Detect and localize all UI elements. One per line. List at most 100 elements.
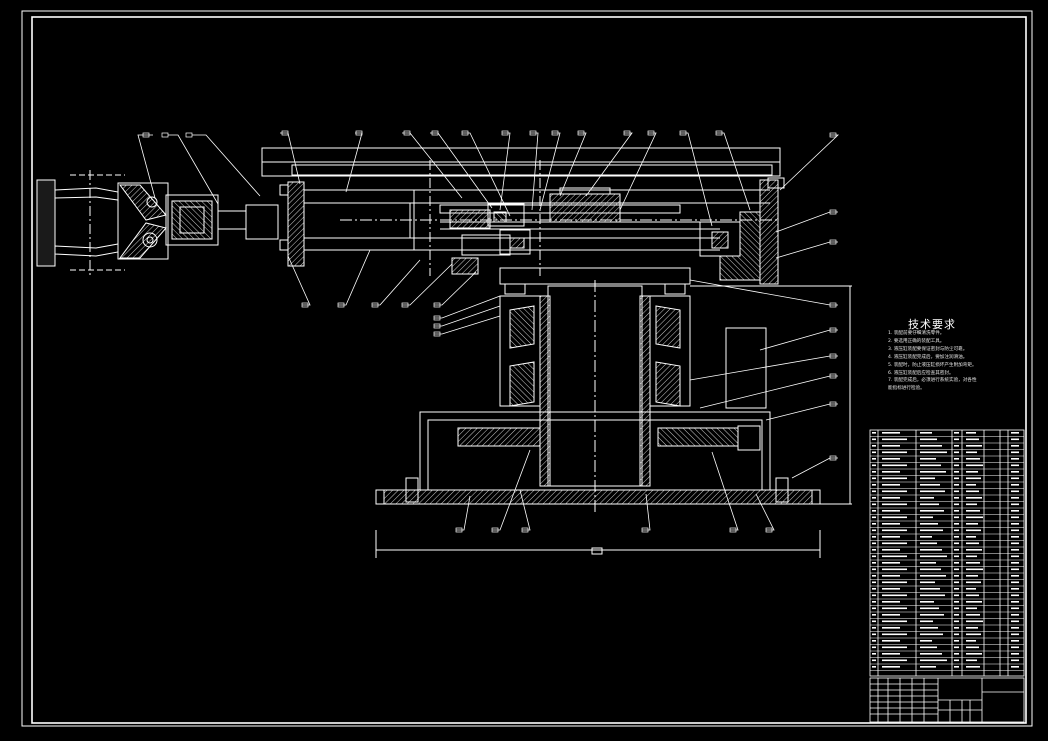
parts-list-cell-mark xyxy=(966,445,982,447)
parts-list-cell-mark xyxy=(872,464,876,467)
parts-list-cell-mark xyxy=(966,633,981,636)
parts-list-cell-mark xyxy=(966,575,978,577)
parts-list-cell-mark xyxy=(954,471,959,473)
title-block xyxy=(869,677,1025,723)
parts-list-cell-mark xyxy=(966,438,979,441)
parts-list-cell-mark xyxy=(882,464,907,467)
parts-list-cell-mark xyxy=(1011,432,1019,434)
parts-list-cell-mark xyxy=(920,562,936,564)
parts-list-cell-mark xyxy=(920,542,937,545)
parts-list-cell-mark xyxy=(920,464,941,467)
parts-list-cell-mark xyxy=(882,477,907,480)
parts-list-cell-mark xyxy=(954,594,959,597)
parts-list-cell-mark xyxy=(872,503,876,506)
parts-list-cell-mark xyxy=(872,588,876,590)
parts-list-cell-mark xyxy=(882,523,900,525)
parts-list-cell-mark xyxy=(966,588,976,590)
parts-list-cell-mark xyxy=(872,458,876,460)
parts-list-cell-mark xyxy=(1011,588,1019,590)
parts-list-cell-mark xyxy=(966,503,977,506)
parts-list-cell-mark xyxy=(920,510,944,512)
parts-list-cell-mark xyxy=(966,562,980,564)
parts-list-cell-mark xyxy=(1011,458,1019,460)
sheet-border xyxy=(21,10,1033,727)
gripper-assembly xyxy=(36,170,247,278)
parts-list-cell-mark xyxy=(1011,510,1019,512)
parts-list-cell-mark xyxy=(966,529,981,532)
parts-list-cell-mark xyxy=(882,594,907,597)
parts-list-cell-mark xyxy=(920,445,942,447)
tech-requirement-item: 能指标进行检验。 xyxy=(888,386,925,392)
parts-list-cell-mark xyxy=(1011,555,1019,558)
tech-requirement-item: 3. 液压缸装配要保证密封与防尘可靠。 xyxy=(888,346,968,352)
parts-list-cell-mark xyxy=(966,549,982,551)
parts-list-cell-mark xyxy=(954,646,959,649)
parts-list-table xyxy=(869,429,1025,677)
parts-list-cell-mark xyxy=(920,523,938,525)
parts-list-cell-mark xyxy=(872,653,876,655)
parts-list-cell-mark xyxy=(920,536,932,538)
parts-list-cell-mark xyxy=(872,542,876,545)
parts-list-cell-mark xyxy=(872,477,876,480)
parts-list-cell-mark xyxy=(954,542,959,545)
parts-list-cell-mark xyxy=(872,438,876,441)
parts-list-cell-mark xyxy=(1011,614,1019,616)
parts-list-cell-mark xyxy=(966,484,976,486)
parts-list-cell-mark xyxy=(1011,620,1019,623)
tech-requirements-title: 技术要求 xyxy=(908,318,956,331)
parts-list-cell-mark xyxy=(966,464,983,467)
tech-requirement-item: 7. 装配完成后，必须进行系统实验，对各性 xyxy=(888,378,977,384)
parts-list-cell-mark xyxy=(920,516,933,519)
parts-list-cell-mark xyxy=(966,581,981,584)
parts-list-cell-mark xyxy=(882,666,900,668)
parts-list-cell-mark xyxy=(954,562,959,564)
parts-list-cell-mark xyxy=(920,601,934,603)
parts-list-cell-mark xyxy=(1011,640,1019,642)
parts-list-cell-mark xyxy=(954,510,959,512)
parts-list-cell-mark xyxy=(966,542,979,545)
parts-list-cell-mark xyxy=(966,510,980,512)
parts-list-cell-mark xyxy=(882,438,907,441)
parts-list-cell-mark xyxy=(872,523,876,525)
part-balloons xyxy=(142,130,837,533)
parts-list-cell-mark xyxy=(882,432,900,434)
parts-list-cell-mark xyxy=(872,529,876,532)
parts-list-cell-mark xyxy=(954,640,959,642)
arm-cylinder xyxy=(245,147,785,285)
parts-list-cell-mark xyxy=(1011,477,1019,480)
parts-list-cell-mark xyxy=(920,653,942,655)
parts-list-cell-mark xyxy=(872,549,876,551)
parts-list-cell-mark xyxy=(954,451,959,454)
parts-list-cell-mark xyxy=(872,497,876,499)
parts-list-cell-mark xyxy=(920,646,937,649)
parts-list-cell-mark xyxy=(882,497,900,499)
parts-list-cell-mark xyxy=(882,503,907,506)
parts-list-cell-mark xyxy=(882,633,907,636)
parts-list-cell-mark xyxy=(954,555,959,558)
parts-list-cell-mark xyxy=(954,458,959,460)
parts-list-cell-mark xyxy=(920,503,939,506)
parts-list-cell-mark xyxy=(966,607,977,610)
parts-list-cell-mark xyxy=(920,666,936,668)
parts-list-cell-mark xyxy=(920,640,932,642)
parts-list-cell-mark xyxy=(882,549,900,551)
parts-list-cell-mark xyxy=(920,451,947,454)
parts-list-cell-mark xyxy=(954,614,959,616)
parts-list-cell-mark xyxy=(920,627,938,629)
parts-list-cell-mark xyxy=(882,659,907,662)
parts-list-cell-mark xyxy=(920,458,936,460)
parts-list-cell-mark xyxy=(966,458,980,460)
parts-list-cell-mark xyxy=(1011,659,1019,662)
parts-list-cell-mark xyxy=(954,666,959,668)
parts-list-cell-mark xyxy=(882,614,900,616)
parts-list-cell-mark xyxy=(920,497,934,499)
parts-list-cell-mark xyxy=(1011,490,1019,493)
tech-requirement-item: 1. 装配前要仔细清洗零件。 xyxy=(888,331,945,336)
parts-list-cell-mark xyxy=(1011,445,1019,447)
parts-list-cell-mark xyxy=(872,666,876,668)
parts-list-cell-mark xyxy=(954,438,959,441)
parts-list-cell-mark xyxy=(920,568,941,571)
parts-list-cell-mark xyxy=(966,490,979,493)
parts-list-cell-mark xyxy=(872,633,876,636)
parts-list-cell-mark xyxy=(966,620,983,623)
